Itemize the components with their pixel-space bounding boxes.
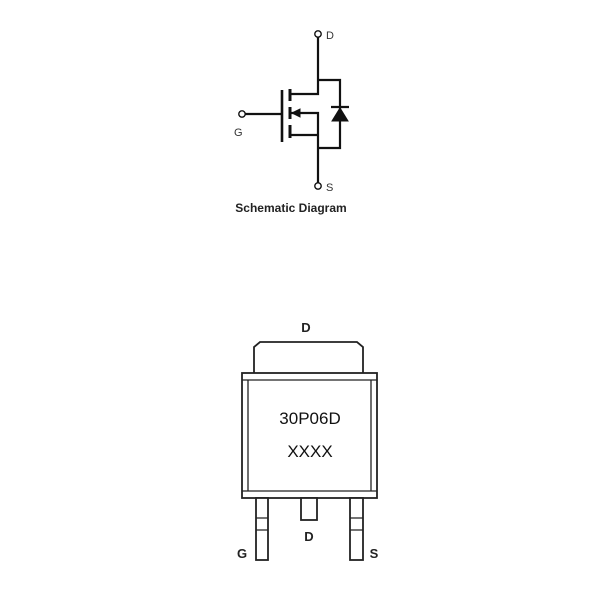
drain-terminal <box>314 30 322 38</box>
package-outline <box>241 341 378 561</box>
source-label: S <box>326 182 333 194</box>
part-marking: 30P06D <box>279 409 340 428</box>
schematic-symbol <box>238 30 349 190</box>
drain-stub <box>300 497 318 521</box>
package-tab <box>253 341 364 373</box>
package-body <box>241 372 378 499</box>
lead-drain-label: D <box>304 529 313 544</box>
drain-label: D <box>326 30 334 42</box>
lead-gate-label: G <box>237 546 247 561</box>
gate-label: G <box>234 127 243 139</box>
arrow-icon <box>290 108 301 118</box>
gate-lead <box>255 497 269 561</box>
source-lead <box>349 497 364 561</box>
lot-marking: XXXX <box>287 442 332 461</box>
body-inner-border <box>242 379 377 492</box>
gate-terminal <box>238 110 246 118</box>
drain-wire <box>290 37 320 96</box>
source-wire <box>290 111 320 183</box>
schematic-caption: Schematic Diagram <box>235 201 346 215</box>
source-terminal <box>314 182 322 190</box>
tab-drain-label: D <box>301 320 310 335</box>
lead-source-label: S <box>370 546 379 561</box>
diode-icon <box>331 107 349 122</box>
